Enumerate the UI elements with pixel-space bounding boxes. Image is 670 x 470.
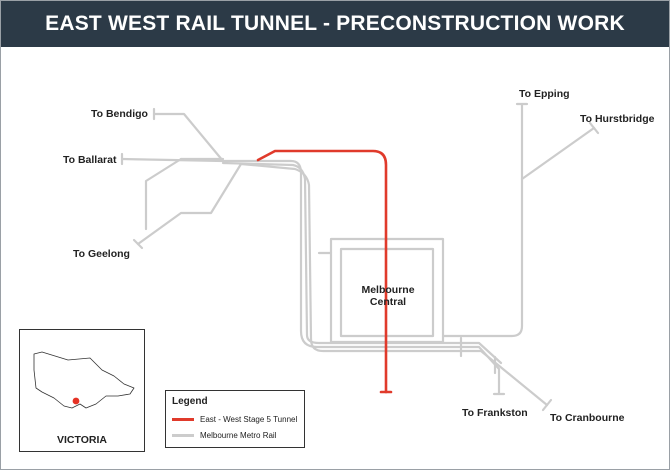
tunnel-swatch [172,418,194,421]
label-hurstbridge: To Hurstbridge [580,113,655,125]
label-frankston: To Frankston [462,407,528,419]
western-trunk-2 [221,161,503,365]
hurstbridge-line [520,126,596,181]
label-bendigo: To Bendigo [91,108,148,120]
legend-item-metro-label: Melbourne Metro Rail [200,431,277,440]
label-ballarat: To Ballarat [63,154,117,166]
geelong-link [144,157,183,231]
inset-label: VICTORIA [57,434,107,446]
legend-item-metro: Melbourne Metro Rail [172,431,276,440]
geelong-line [136,162,243,246]
metro-swatch [172,434,194,437]
cranbourne-terminal [541,398,553,412]
hurstbridge-terminal [588,121,600,135]
label-melbourne-central: Melbourne Central [361,284,415,308]
label-geelong: To Geelong [73,248,130,260]
map-title: EAST WEST RAIL TUNNEL - PRECONSTRUCTION … [1,1,669,47]
tunnel-line [256,149,388,394]
epping-line [453,102,524,338]
legend-title: Legend [172,396,208,407]
western-trunk-1 [221,159,501,396]
geelong-terminal [132,238,144,250]
victoria-inset-map: VICTORIA [19,329,145,452]
legend-item-tunnel: East - West Stage 5 Tunnel [172,415,297,424]
melbourne-location-marker [72,397,80,405]
bendigo-line [152,112,225,163]
ballarat-line [120,157,225,163]
western-trunk-3 [239,162,549,407]
legend: Legend East - West Stage 5 Tunnel Melbou… [165,390,305,448]
label-cranbourne: To Cranbourne [550,412,625,424]
victoria-outline [33,351,135,409]
label-epping: To Epping [519,88,570,100]
legend-item-tunnel-label: East - West Stage 5 Tunnel [200,415,298,424]
